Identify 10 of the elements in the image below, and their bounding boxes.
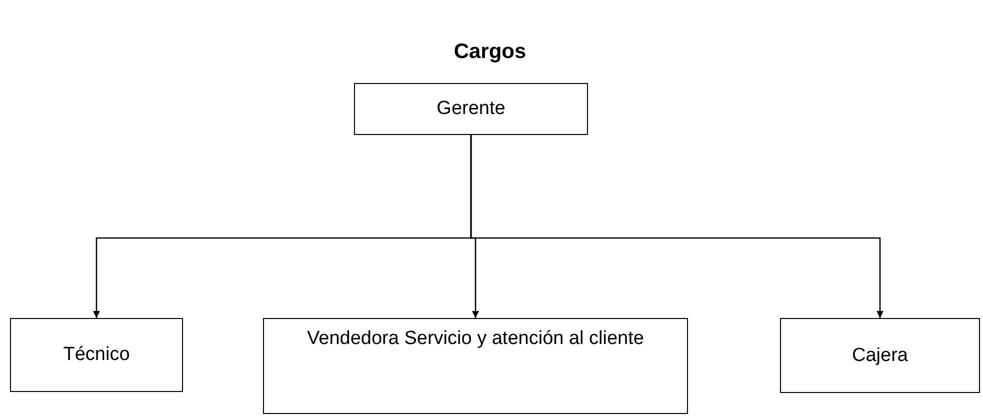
position-label: Gerente (436, 97, 506, 121)
position-box (354, 83, 588, 135)
position-label: Vendedora Servicio y atención al cliente (307, 327, 644, 351)
position-box (10, 318, 183, 392)
connector-arrow (470, 135, 884, 318)
position-box (780, 318, 980, 393)
position-label: Técnico (63, 343, 130, 367)
position-label: Cajera (852, 344, 908, 368)
diagram-title: Cargos (452, 40, 528, 64)
position-box (263, 318, 688, 414)
